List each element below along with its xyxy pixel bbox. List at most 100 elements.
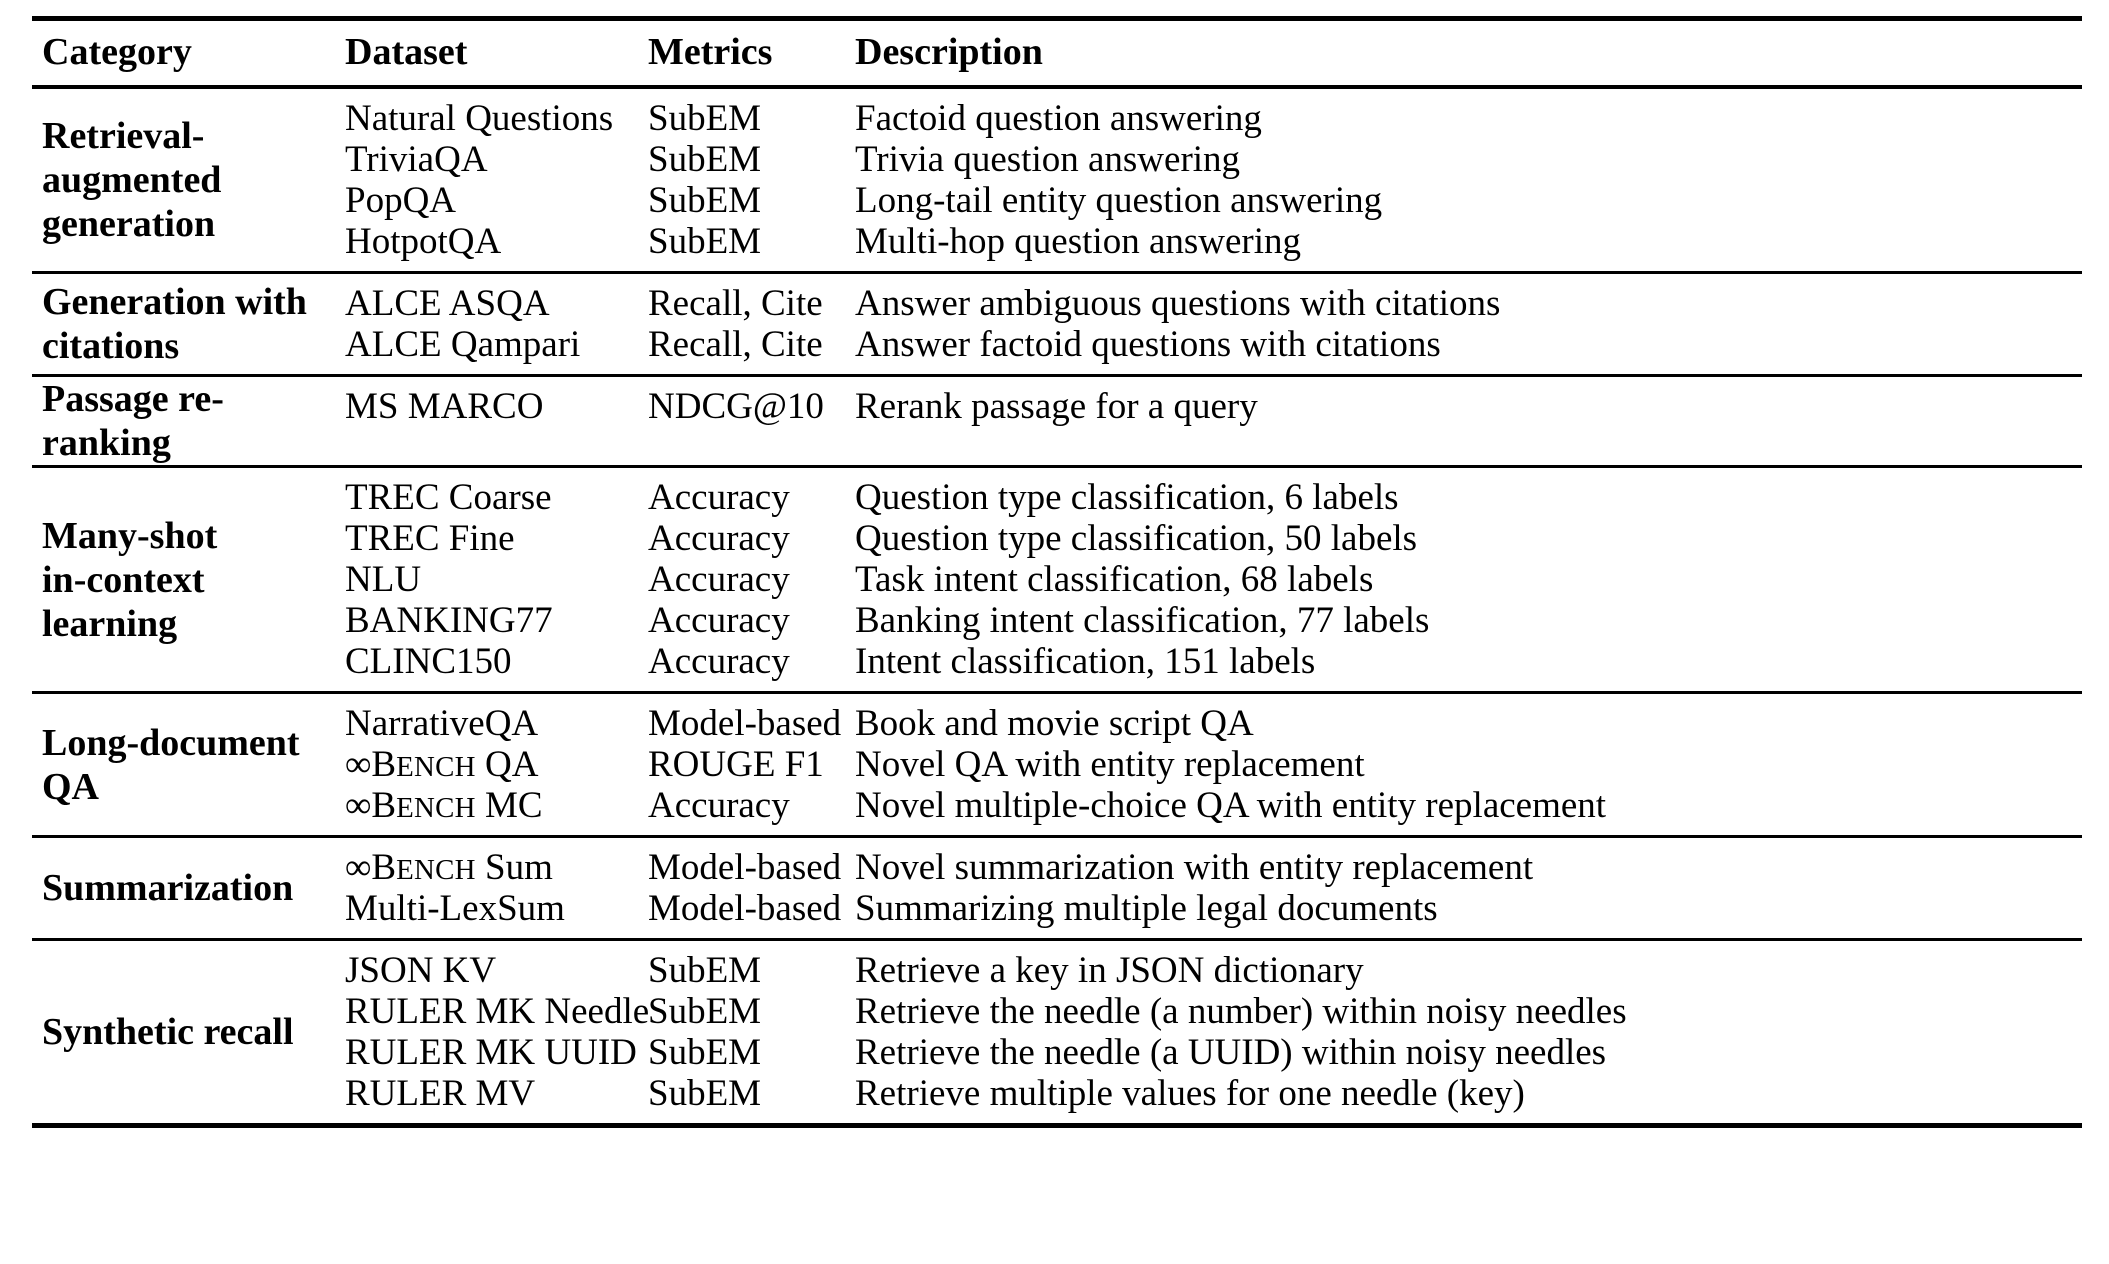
description-cell: Factoid question answering <box>855 98 1262 139</box>
section-spacer <box>335 941 2082 950</box>
dataset-name: CLINC150 <box>345 641 512 683</box>
section-spacer <box>335 274 2082 283</box>
description-cell: Retrieve multiple values for one needle … <box>855 1073 1525 1115</box>
category-label-line: in-context <box>42 558 205 601</box>
metrics-cell: Model-based <box>648 847 842 889</box>
column-header-category: Category <box>42 31 192 73</box>
metrics-cell: SubEM <box>648 139 762 180</box>
description-cell: Question type classification, 50 labels <box>855 518 1418 560</box>
metrics-cell: Model-based <box>648 888 842 930</box>
metrics-cell: Model-based <box>648 703 842 745</box>
category-label-line: learning <box>42 602 178 645</box>
infinity-bench-suffix: QA <box>475 744 539 786</box>
category-label-line: generation <box>42 203 216 246</box>
section-spacer <box>335 694 2082 703</box>
category-label-line: Summarization <box>42 867 294 910</box>
metrics-cell: SubEM <box>648 1073 762 1115</box>
description-cell: Novel summarization with entity replacem… <box>855 847 1534 889</box>
metrics-cell: SubEM <box>648 98 762 139</box>
header-row: Category Dataset Metrics Description <box>32 21 2082 87</box>
column-header-dataset: Dataset <box>345 31 468 73</box>
dataset-name: RULER MK Needle <box>345 991 650 1033</box>
metrics-cell: Accuracy <box>648 477 790 519</box>
column-header-metrics: Metrics <box>648 31 773 73</box>
section-spacer <box>335 427 2082 436</box>
category-label-line: augmented <box>42 158 222 201</box>
infinity-bench-smallcaps: ENCH <box>396 751 476 784</box>
dataset-cell: TREC Fine <box>335 518 638 559</box>
infinity-bench-prefix: ∞B <box>345 847 397 889</box>
description-cell: Long-tail entity question answering <box>855 180 1383 221</box>
dataset-name: TREC Fine <box>345 518 515 560</box>
dataset-cell: MS MARCO <box>335 386 638 427</box>
category-label-line: Passage re-ranking <box>42 378 224 465</box>
description-cell: Retrieve a key in JSON dictionary <box>855 950 1364 992</box>
dataset-name: ALCE Qampari <box>345 324 581 365</box>
section-rows-table: JSON KV SubEM Retrieve a key in JSON dicti… <box>335 941 2082 1123</box>
section-rows-cell: JSON KV SubEM Retrieve a key in JSON dicti… <box>335 941 2082 1126</box>
section-spacer <box>335 838 2082 847</box>
description-cell: Novel multiple-choice QA with entity rep… <box>855 785 1607 827</box>
dataset-cell: JSON KV <box>335 950 638 991</box>
dataset-cell: PopQA <box>335 180 638 221</box>
description-cell: Book and movie script QA <box>855 703 1254 745</box>
metrics-cell: Accuracy <box>648 559 790 601</box>
section-spacer <box>335 826 2082 835</box>
dataset-cell: ∞BENCH QA <box>335 744 638 785</box>
dataset-name: RULER MV <box>345 1073 536 1115</box>
dataset-name: HotpotQA <box>345 221 502 262</box>
category-label-line: QA <box>42 765 99 808</box>
description-cell: Retrieve the needle (a UUID) within nois… <box>855 1032 1607 1074</box>
dataset-name: NLU <box>345 559 422 601</box>
dataset-cell: ALCE Qampari <box>335 324 638 365</box>
table-header: Category Dataset Metrics Description <box>32 16 2082 91</box>
benchmark-table: Category Dataset Metrics Description Ret… <box>32 16 2082 1130</box>
infinity-bench-suffix: MC <box>475 785 543 827</box>
dataset-cell: RULER MV <box>335 1073 638 1114</box>
dataset-name: BANKING77 <box>345 600 553 642</box>
table-row: ∞BENCH Sum Model-based Novel summarization… <box>335 847 2082 888</box>
description-cell: Intent classification, 151 labels <box>855 641 1316 683</box>
rule-section-divider <box>32 465 2082 469</box>
metrics-cell: Accuracy <box>648 600 790 642</box>
description-cell: Question type classification, 6 labels <box>855 477 1399 519</box>
section-spacer <box>335 682 2082 691</box>
dataset-name: PopQA <box>345 180 457 221</box>
dataset-name: Multi-LexSum <box>345 888 565 930</box>
metrics-cell: Accuracy <box>648 518 790 560</box>
metrics-cell: SubEM <box>648 1032 762 1074</box>
rule-section-divider <box>32 835 2082 839</box>
rule-section-divider <box>32 938 2082 942</box>
dataset-name: ∞BENCH QA <box>345 744 538 785</box>
dataset-name: TREC Coarse <box>345 477 552 519</box>
metrics-cell: NDCG@10 <box>648 386 824 427</box>
infinity-bench-prefix: ∞B <box>345 785 397 827</box>
dataset-cell: RULER MK Needle <box>335 991 649 1032</box>
description-cell: Novel QA with entity replacement <box>855 744 1365 786</box>
dataset-name: TriviaQA <box>345 139 488 180</box>
rule-top <box>32 16 2082 23</box>
dataset-name: JSON KV <box>345 950 497 992</box>
dataset-name: ∞BENCH Sum <box>345 847 553 888</box>
table-row: TREC Fine Accuracy Question type classific… <box>335 518 2082 559</box>
dataset-cell: TREC Coarse <box>335 477 638 518</box>
